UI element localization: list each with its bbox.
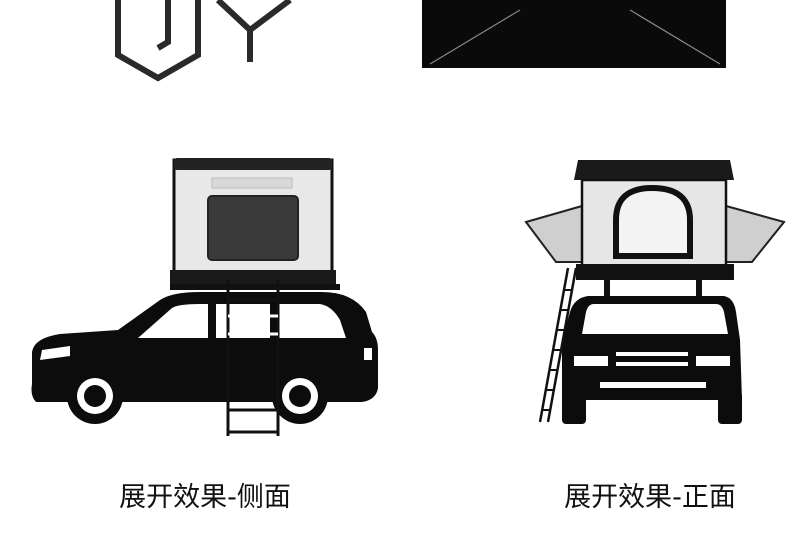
- car-with-rooftop-tent-front-icon: [524, 160, 786, 424]
- side-view-caption: 展开效果-侧面: [119, 482, 291, 513]
- front-view-caption: 展开效果-正面: [564, 482, 736, 513]
- car-with-rooftop-tent-side-icon: [31, 158, 378, 436]
- closed-tent-box-icon: [422, 0, 726, 68]
- partial-letters-logo-icon: [115, 0, 292, 82]
